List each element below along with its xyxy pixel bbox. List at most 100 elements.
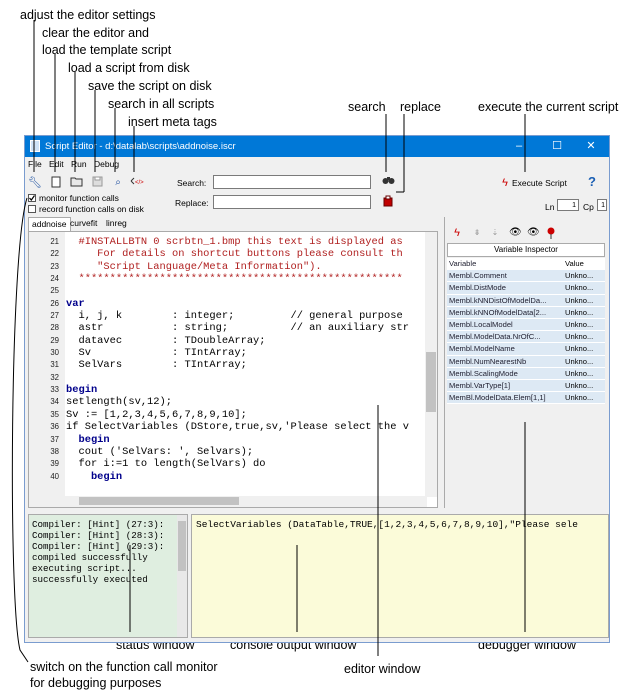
inspector-row[interactable]: Membl.kNNOfModelData[2...Unkno...	[447, 306, 605, 319]
add-watch-icon[interactable]: 👁︎	[509, 227, 522, 238]
code-area[interactable]: 21 #INSTALLBTN 0 scrbtn_1.bmp this text …	[29, 236, 427, 483]
inspector-variable: Membl.ModelName	[449, 344, 515, 354]
menu-file[interactable]: File	[28, 159, 42, 169]
status-line: Compiler: [Hint] (28:3):	[32, 530, 165, 541]
code-editor[interactable]: 21 #INSTALLBTN 0 scrbtn_1.bmp this text …	[28, 231, 438, 508]
inspector-value: Unkno...	[565, 368, 594, 378]
ln-label: Ln	[545, 202, 555, 212]
line-number: 39	[50, 459, 59, 469]
step-into-icon[interactable]: ⇣	[491, 228, 499, 237]
code-line[interactable]: 29 datavec : TDoubleArray;	[29, 335, 427, 347]
status-scroll-thumb[interactable]	[178, 521, 186, 571]
code-line-text: "Script Language/Meta Information").	[66, 260, 322, 273]
monitor-calls-checkbox[interactable]	[28, 194, 36, 202]
code-line[interactable]: 21 #INSTALLBTN 0 scrbtn_1.bmp this text …	[29, 236, 427, 248]
search-all-icon[interactable]: ⌕	[115, 177, 121, 188]
maximize-button[interactable]: ☐	[552, 140, 562, 152]
search-input[interactable]	[213, 175, 371, 189]
code-line[interactable]: 37 begin	[29, 434, 427, 446]
record-calls-label: record function calls on disk	[39, 204, 144, 214]
editor-vscroll-thumb[interactable]	[426, 352, 436, 412]
status-scrollbar[interactable]	[177, 515, 187, 637]
line-number: 30	[50, 348, 59, 358]
line-number: 33	[50, 385, 59, 395]
replace-input[interactable]	[213, 195, 371, 209]
menu-run[interactable]: Run	[71, 159, 87, 169]
menu-edit[interactable]: Edit	[49, 159, 64, 169]
annotation-clear-editor-1: clear the editor and	[42, 26, 150, 40]
remove-watch-icon[interactable]: 👁︎	[527, 227, 540, 238]
editor-vertical-scrollbar[interactable]	[425, 232, 437, 497]
console-output-window: SelectVariables (DataTable,TRUE,[1,2,3,4…	[191, 514, 609, 638]
record-calls-checkbox[interactable]	[28, 205, 36, 213]
save-disk-icon[interactable]	[90, 176, 104, 190]
run-debug-icon[interactable]: ϟ	[454, 227, 460, 239]
menu-debug[interactable]: Debug	[94, 159, 120, 169]
step-over-icon[interactable]: ⇟	[473, 228, 481, 237]
script-editor-window: Script Editor - d:\datalab\scripts\addno…	[24, 135, 610, 643]
annotation-switch-monitor-2: for debugging purposes	[30, 676, 162, 690]
code-line-text: var	[66, 297, 85, 310]
execute-icon[interactable]: ϟ	[502, 177, 508, 189]
tab-linreg[interactable]: linreg	[106, 218, 127, 228]
inspector-variable: Membl.DistMode	[449, 283, 506, 293]
open-folder-icon[interactable]	[69, 176, 83, 190]
inspector-row[interactable]: MemBl.ModelData.Elem[1,1]Unkno...	[447, 392, 605, 405]
code-line-text: Sv := [1,2,3,4,5,6,7,8,9,10];	[66, 408, 247, 421]
annotation-switch-monitor-1: switch on the function call monitor	[30, 660, 218, 674]
code-line[interactable]: 23 "Script Language/Meta Information").	[29, 261, 427, 273]
new-document-icon[interactable]	[49, 176, 63, 190]
code-line[interactable]: 27 i, j, k : integer; // general purpose	[29, 310, 427, 322]
code-line[interactable]: 39 for i:=1 to length(SelVars) do	[29, 458, 427, 470]
help-button[interactable]: ?	[588, 174, 596, 189]
wrench-icon[interactable]: 🔧︎	[28, 177, 42, 189]
code-line[interactable]: 24 *************************************…	[29, 273, 427, 285]
minimize-button[interactable]: –	[515, 140, 523, 152]
inspector-row[interactable]: Membl.ModelData.NrOfC...Unkno...	[447, 331, 605, 344]
code-line[interactable]: 22 For details on shortcut buttons pleas…	[29, 248, 427, 260]
code-line[interactable]: 25	[29, 285, 427, 297]
execute-script-button[interactable]: Execute Script	[512, 178, 567, 188]
code-line[interactable]: 32	[29, 372, 427, 384]
code-line-text: #INSTALLBTN 0 scrbtn_1.bmp this text is …	[66, 236, 403, 248]
code-line[interactable]: 30 Sv : TIntArray;	[29, 347, 427, 359]
ln-field[interactable]	[557, 199, 579, 211]
inspector-row[interactable]: Membl.ScalingMode Unkno...	[447, 367, 605, 380]
annotation-execute: execute the current script	[478, 100, 619, 114]
code-line[interactable]: 40 begin	[29, 471, 427, 483]
line-number: 32	[50, 372, 59, 382]
inspector-row[interactable]: Membl.VarType[1]Unkno...	[447, 379, 605, 393]
annotation-search: search	[348, 100, 386, 114]
menu-bar: File Edit Run Debug	[25, 157, 609, 171]
binoculars-icon[interactable]	[381, 175, 395, 189]
inspector-row[interactable]: Membl.kNNDistOfModelDa...Unkno...	[447, 294, 605, 307]
code-line[interactable]: 38 cout ('SelVars: ', Selvars);	[29, 446, 427, 458]
breakpoint-icon[interactable]	[545, 227, 557, 239]
code-line[interactable]: 31 SelVars : TIntArray;	[29, 359, 427, 371]
code-line[interactable]: 28 astr : string; // an auxiliary str	[29, 322, 427, 334]
cp-field[interactable]	[597, 199, 607, 211]
tab-addnoise[interactable]: addnoise	[28, 217, 71, 231]
svg-text:</>: </>	[135, 180, 144, 186]
meta-tags-icon[interactable]: </>	[130, 176, 144, 190]
inspector-value: Unkno...	[565, 393, 594, 403]
code-line-text: datavec : TDoubleArray;	[66, 334, 266, 347]
replace-icon[interactable]	[381, 195, 395, 209]
tab-curvefit[interactable]: curvefit	[70, 218, 98, 228]
editor-horizontal-scrollbar[interactable]	[29, 496, 427, 507]
editor-hscroll-thumb[interactable]	[79, 497, 239, 505]
close-button[interactable]: ✕	[586, 140, 596, 152]
inspector-variable: Membl.ScalingMode	[449, 368, 518, 378]
inspector-variable: Membl.ModelData.NrOfC...	[449, 332, 541, 342]
debugger-panel: ϟ ⇟ ⇣ 👁︎ 👁︎ Variable Inspector Variable …	[444, 217, 609, 508]
